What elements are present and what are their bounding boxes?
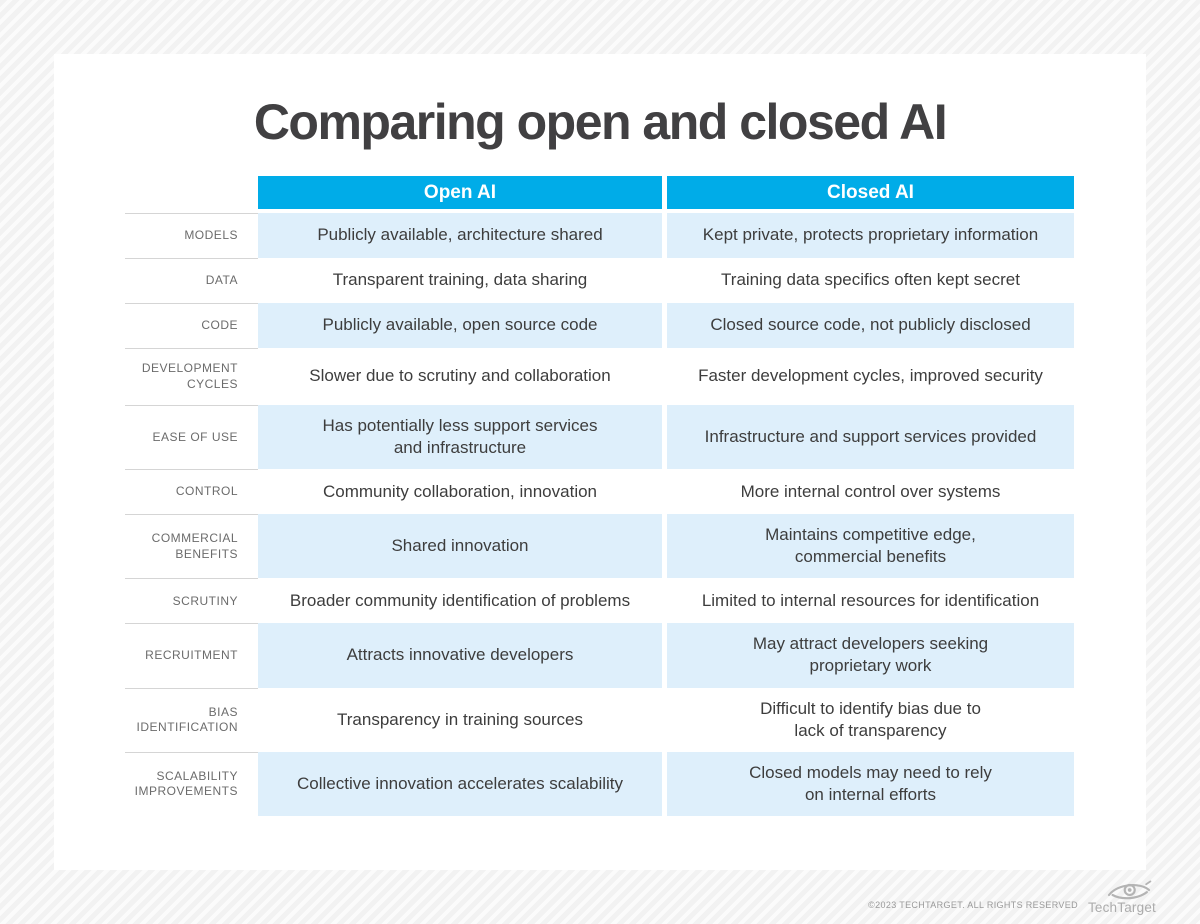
techtarget-logo: TechTarget	[1088, 880, 1156, 915]
cell-open-ai: Attracts innovative developers	[258, 623, 662, 688]
cell-closed-ai: Faster development cycles, improved secu…	[662, 348, 1074, 405]
cell-open-ai: Transparent training, data sharing	[258, 258, 662, 303]
cell-open-ai: Community collaboration, innovation	[258, 469, 662, 515]
page-title: Comparing open and closed AI	[253, 94, 948, 150]
row-label: RECRUITMENT	[125, 623, 258, 687]
cell-open-ai: Transparency in training sources	[258, 687, 662, 752]
cell-open-ai: Has potentially less support services an…	[258, 405, 662, 470]
cell-closed-ai: May attract developers seeking proprieta…	[662, 623, 1074, 688]
table-header-row: Open AI Closed AI	[125, 176, 1074, 209]
cell-closed-ai: Infrastructure and support services prov…	[662, 405, 1074, 470]
cell-closed-ai: Maintains competitive edge, commercial b…	[662, 514, 1074, 579]
cell-closed-ai: Difficult to identify bias due to lack o…	[662, 687, 1074, 752]
row-label: CODE	[125, 303, 258, 348]
cell-open-ai: Publicly available, architecture shared	[258, 213, 662, 258]
column-header-open-ai: Open AI	[258, 176, 662, 209]
row-label: BIAS IDENTIFICATION	[125, 687, 258, 752]
cell-closed-ai: Training data specifics often kept secre…	[662, 258, 1074, 303]
row-label: MODELS	[125, 213, 258, 258]
cell-closed-ai: Closed source code, not publicly disclos…	[662, 303, 1074, 348]
cell-closed-ai: Closed models may need to rely on intern…	[662, 751, 1074, 816]
eye-icon	[1107, 880, 1152, 900]
header-spacer	[125, 176, 258, 209]
row-label: SCALABILITY IMPROVEMENTS	[125, 751, 258, 816]
content-card: Comparing open and closed AI Open AI Clo…	[54, 54, 1146, 870]
cell-closed-ai: More internal control over systems	[662, 469, 1074, 515]
row-label: DEVELOPMENT CYCLES	[125, 348, 258, 405]
footer: ©2023 TECHTARGET. ALL RIGHTS RESERVED Te…	[868, 880, 1156, 915]
row-label: COMMERCIAL BENEFITS	[125, 514, 258, 578]
cell-open-ai: Slower due to scrutiny and collaboration	[258, 348, 662, 405]
row-label: EASE OF USE	[125, 405, 258, 469]
cell-open-ai: Publicly available, open source code	[258, 303, 662, 348]
row-label: CONTROL	[125, 469, 258, 514]
row-label: DATA	[125, 258, 258, 303]
cell-open-ai: Shared innovation	[258, 514, 662, 579]
cell-open-ai: Broader community identification of prob…	[258, 578, 662, 624]
cell-closed-ai: Limited to internal resources for identi…	[662, 578, 1074, 624]
techtarget-wordmark: TechTarget	[1087, 900, 1156, 915]
cell-closed-ai: Kept private, protects proprietary infor…	[662, 213, 1074, 258]
copyright-text: ©2023 TECHTARGET. ALL RIGHTS RESERVED	[868, 899, 1078, 910]
row-label: SCRUTINY	[125, 578, 258, 623]
column-header-closed-ai: Closed AI	[662, 176, 1074, 209]
cell-open-ai: Collective innovation accelerates scalab…	[258, 751, 662, 816]
